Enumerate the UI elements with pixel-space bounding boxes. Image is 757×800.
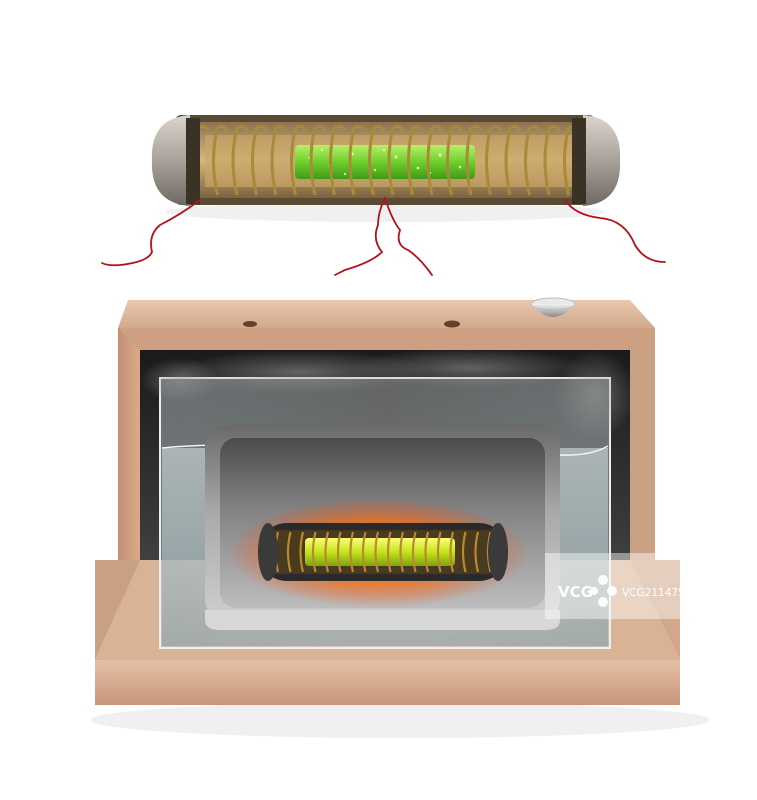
watermark-brand: VCG xyxy=(558,583,593,601)
coil-loop-top xyxy=(470,124,483,131)
inner-coil-loop xyxy=(324,531,330,573)
top-coil xyxy=(192,124,580,196)
coil-loop xyxy=(446,127,453,196)
box-assembly xyxy=(90,297,710,738)
coil-loop-top xyxy=(372,124,385,131)
coil-loop-top xyxy=(333,124,346,131)
coil-loop-top xyxy=(392,124,405,131)
coil-loop xyxy=(407,127,414,196)
coil-loop xyxy=(504,127,512,196)
inner-coil-loop xyxy=(349,531,355,573)
box-top xyxy=(118,300,655,328)
box-front-panel xyxy=(95,660,680,705)
coil-loop-top xyxy=(216,124,229,131)
inner-coil-loop xyxy=(411,531,417,573)
coil-loop-top xyxy=(528,124,541,131)
coil-loop xyxy=(212,127,219,196)
inner-coil-loop xyxy=(286,531,292,573)
coil-loop-top xyxy=(489,124,502,131)
inner-coil-loop xyxy=(399,531,405,573)
coil-loop-top xyxy=(275,124,288,131)
inner-coil-loop xyxy=(386,531,392,573)
coil-loop xyxy=(485,127,492,196)
inner-coil-loop xyxy=(474,531,480,573)
lead-wires xyxy=(101,197,666,276)
vcg-logo-icon xyxy=(590,575,617,607)
coil-loop xyxy=(543,127,551,196)
coil-loop xyxy=(329,127,336,196)
coil-loop-top xyxy=(411,124,424,131)
watermark-id: VCG211475386539 xyxy=(622,587,725,599)
inner-tube xyxy=(258,523,508,581)
coil-loop xyxy=(524,127,531,196)
coil-loop xyxy=(290,127,297,196)
tube-cap-left xyxy=(151,115,190,206)
inner-coil-loop xyxy=(336,531,342,573)
inner-yellow-core xyxy=(305,538,455,566)
inner-coil-loop xyxy=(374,531,380,573)
coil-loop xyxy=(270,127,278,196)
top-tube xyxy=(151,115,621,222)
coil-loop-top xyxy=(255,124,268,131)
coil-loop xyxy=(368,127,375,196)
inner-coil-loop xyxy=(311,531,317,573)
coil-loop-top xyxy=(236,124,249,131)
inner-coil-loop xyxy=(436,531,442,573)
coil-loop xyxy=(309,127,317,196)
knob xyxy=(530,297,576,317)
coil-loop xyxy=(426,127,434,196)
coil-loop-top xyxy=(353,124,366,131)
inner-coil-loop xyxy=(461,531,467,573)
inner-coil-loop xyxy=(299,531,305,573)
coil-loop xyxy=(231,127,239,196)
coil-loop-top xyxy=(314,124,327,131)
top-hole-center xyxy=(444,320,460,328)
inner-coil-loop xyxy=(424,531,430,573)
coil-loop-top xyxy=(294,124,307,131)
inner-coil-loop xyxy=(449,531,455,573)
coil-loop xyxy=(348,127,356,196)
coil-loop-top xyxy=(548,124,561,131)
coil-loop-top xyxy=(450,124,463,131)
coil-loop-top xyxy=(509,124,522,131)
coil-loop xyxy=(387,127,395,196)
green-core xyxy=(295,145,475,179)
coil-loop xyxy=(251,127,258,196)
coil-loop-top xyxy=(431,124,444,131)
steam xyxy=(140,348,635,440)
tube-cap-right xyxy=(583,115,621,206)
inner-coil-loop xyxy=(361,531,367,573)
coil-loop xyxy=(563,127,570,196)
watermark: VCG VCG211475386539 xyxy=(545,553,757,619)
top-hole-left xyxy=(243,321,257,327)
coil-loop xyxy=(465,127,473,196)
